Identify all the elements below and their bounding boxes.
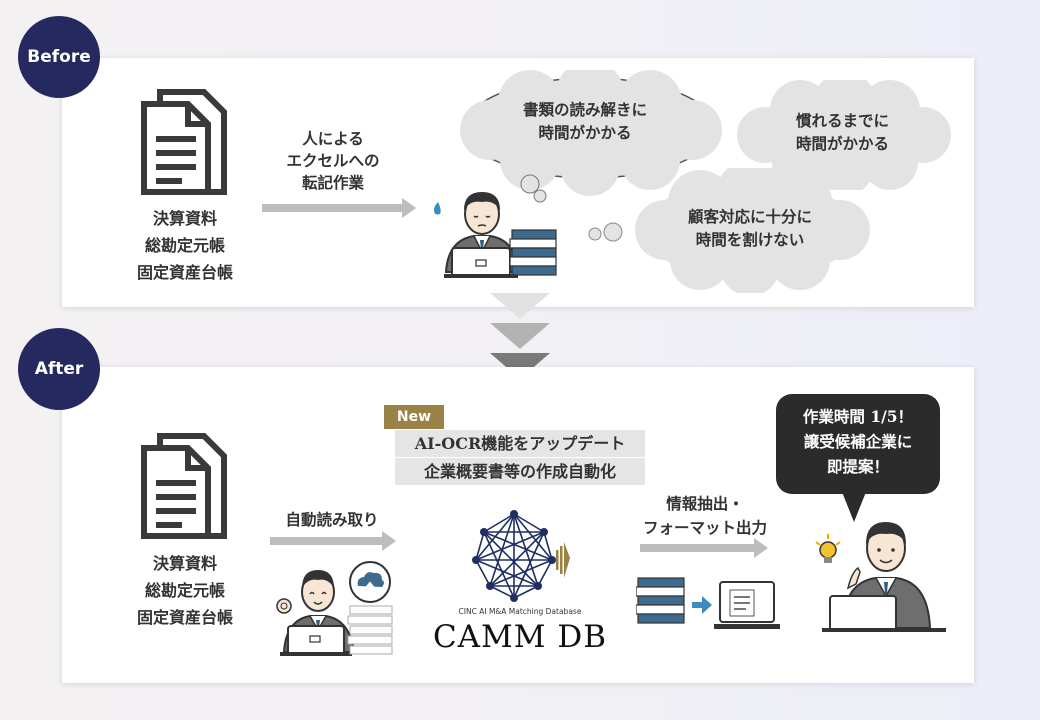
before-badge: Before bbox=[18, 16, 100, 98]
document-label: 決算資料 bbox=[152, 209, 217, 228]
logo-caption: CINC AI M&A Matching Database bbox=[458, 607, 582, 616]
cloud-text-1: 書類の読み解きに 時間がかかる bbox=[522, 100, 647, 142]
document-stack-icon bbox=[141, 89, 227, 195]
before-document-list: 決算資料 総勘定元帳 固定資産台帳 bbox=[110, 205, 260, 286]
document-label: 固定資産台帳 bbox=[136, 608, 233, 627]
idea-worker-icon bbox=[815, 522, 946, 632]
network-logo-icon bbox=[472, 510, 570, 602]
auto-read-label: 自動読み取り bbox=[285, 510, 379, 529]
right-arrow-icon bbox=[262, 198, 416, 218]
result-speech-bubble: 作業時間 1/5！ 譲受候補企業に 即提案！ bbox=[776, 394, 940, 494]
ok-gesture-worker-icon bbox=[276, 561, 393, 656]
new-badge: New bbox=[384, 405, 444, 429]
right-arrow-icon bbox=[640, 538, 768, 558]
document-label: 固定資産台帳 bbox=[136, 263, 233, 282]
thought-cloud-3 bbox=[588, 168, 870, 293]
document-label: 総勘定元帳 bbox=[144, 581, 225, 600]
books-to-laptop-icon bbox=[636, 577, 780, 629]
cloud-text-3: 顧客対応に十分に 時間を割けない bbox=[687, 207, 812, 249]
feature-line-ocr: AI-OCR機能をアップデート bbox=[395, 430, 645, 457]
after-document-list: 決算資料 総勘定元帳 固定資産台帳 bbox=[110, 550, 260, 631]
cloud-text-2: 慣れるまでに 時間がかかる bbox=[795, 111, 889, 153]
document-stack-icon bbox=[141, 433, 227, 539]
extraction-output-label: 情報抽出・ フォーマット出力 bbox=[642, 494, 767, 537]
thought-cloud-2 bbox=[737, 80, 951, 190]
right-arrow-icon bbox=[270, 531, 396, 551]
thought-cloud-1 bbox=[460, 70, 722, 203]
speech-bubble-tail bbox=[842, 492, 866, 522]
feature-line-automation: 企業概要書等の作成自動化 bbox=[395, 458, 645, 485]
manual-transcription-label: 人による エクセルへの 転記作業 bbox=[286, 129, 380, 192]
logo-name: CAMM DB bbox=[432, 619, 608, 655]
document-label: 総勘定元帳 bbox=[144, 236, 225, 255]
document-label: 決算資料 bbox=[152, 554, 217, 573]
after-badge: After bbox=[18, 328, 100, 410]
worried-worker-icon bbox=[434, 192, 557, 278]
